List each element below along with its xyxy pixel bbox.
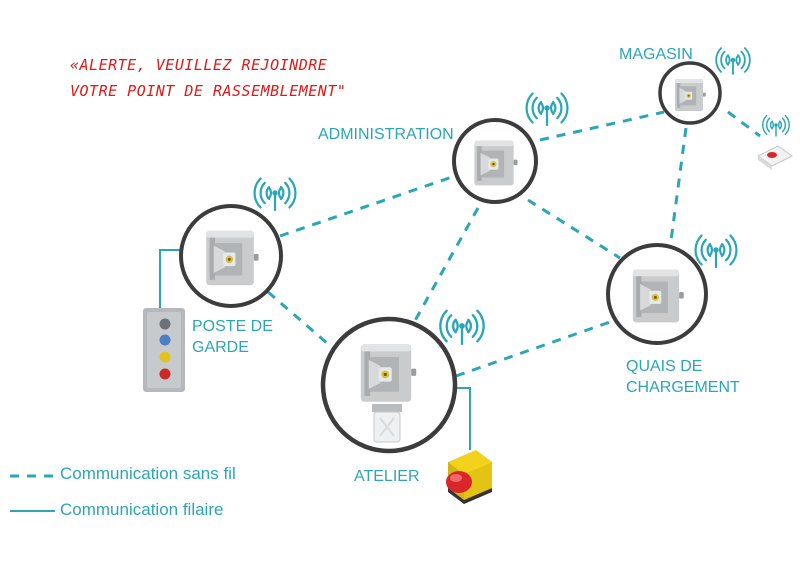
node-magasin — [658, 61, 722, 125]
label-atelier: ATELIER — [354, 468, 420, 485]
siren-icon — [675, 79, 706, 111]
link-magasin-remote — [727, 110, 761, 138]
label-magasin: MAGASIN — [619, 46, 693, 63]
wifi-icon — [525, 92, 569, 127]
legend-wireless-label: Communication sans fil — [60, 464, 236, 483]
wire-garde-station — [159, 249, 186, 310]
label-poste-de-garde: POSTE DE GARDE — [192, 316, 273, 358]
wireless-links — [267, 110, 761, 378]
node-poste-de-garde — [179, 204, 283, 308]
wifi-icon — [694, 234, 738, 269]
wire-atelier-estop — [454, 387, 471, 450]
link-garde-admin — [279, 174, 456, 238]
label-poste-de-garde-line-1: POSTE DE — [192, 318, 273, 335]
node-administration — [452, 118, 538, 204]
link-magasin-quais — [668, 127, 688, 249]
label-quais-de-chargement: QUAIS DE CHARGEMENT — [626, 356, 740, 398]
legend-wired-label: Communication filaire — [60, 500, 224, 519]
wifi-icon — [439, 309, 485, 346]
push-button-station-icon — [143, 308, 185, 392]
label-administration: ADMINISTRATION — [318, 126, 454, 143]
node-quais-de-chargement — [606, 243, 708, 345]
alert-message: «ALERTE, VEUILLEZ REJOINDRE VOTRE POINT … — [70, 52, 346, 104]
label-quais-line-2: CHARGEMENT — [626, 379, 740, 396]
emergency-stop-button-icon — [446, 450, 492, 504]
remote-button-icon — [757, 145, 793, 170]
link-atelier-quais — [455, 320, 611, 378]
link-admin-quais — [527, 198, 621, 260]
siren-icon — [474, 140, 518, 186]
siren-icon — [206, 230, 259, 286]
wifi-icon — [762, 114, 790, 137]
label-quais-line-1: QUAIS DE — [626, 358, 703, 375]
wired-links — [159, 249, 471, 450]
node-atelier — [320, 316, 458, 454]
siren-icon — [632, 269, 684, 323]
link-garde-atelier — [267, 290, 329, 346]
wifi-icon — [253, 177, 297, 212]
label-poste-de-garde-line-2: GARDE — [192, 339, 249, 356]
link-admin-atelier — [410, 207, 480, 327]
alert-line-2: VOTRE POINT DE RASSEMBLEMENT" — [70, 82, 347, 100]
siren-icon — [360, 344, 417, 402]
wifi-icon — [715, 47, 751, 75]
alert-line-1: «ALERTE, VEUILLEZ REJOINDRE — [70, 56, 328, 74]
link-admin-magasin — [539, 110, 665, 142]
strobe-light-icon — [372, 404, 402, 443]
